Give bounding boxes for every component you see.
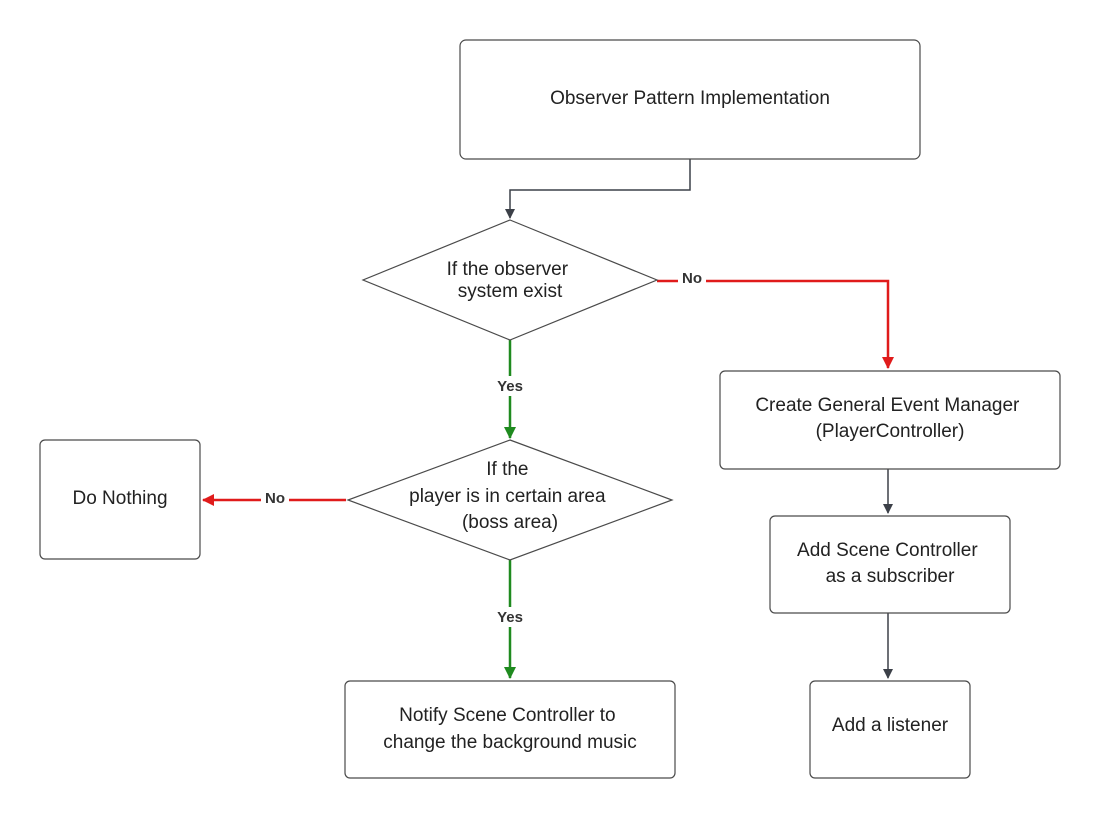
edge-observer-no: [657, 279, 894, 369]
node-observer-pattern-title[interactable]: Observer Pattern Implementation: [459, 39, 921, 160]
node-text-line: Do Nothing: [72, 488, 167, 509]
node-text-line: system exist: [458, 281, 563, 302]
node-text-line: player is in certain area: [409, 486, 606, 507]
edge-label-bg: [261, 488, 289, 508]
node-text-line: Add a listener: [832, 715, 949, 736]
edge-label-area-no: No: [265, 490, 285, 507]
node-text-line: as a subscriber: [826, 566, 956, 587]
svg-text:If the observer system: If the observer system exist: [447, 254, 574, 302]
edge-label-bg: [490, 376, 530, 396]
node-text-line: Add Scene Controller: [797, 540, 978, 561]
node-player-area-check[interactable]: If the player is in certain area (boss a…: [346, 439, 674, 561]
node-notify-scene-controller[interactable]: Notify Scene Controller to change the ba…: [344, 680, 676, 779]
node-create-event-manager[interactable]: Create General Event Manager (PlayerCont…: [719, 370, 1061, 470]
svg-text:Add a listener: Add a listener: [832, 715, 949, 736]
nodes: Observer Pattern Implementation If the o…: [39, 39, 1061, 779]
node-text-line: (boss area): [462, 512, 558, 533]
edge-title-to-observer-check: [505, 159, 691, 219]
svg-text:Notify Scene Controller to: Notify Scene Controller to change the ba…: [383, 700, 637, 753]
node-text-line: Observer Pattern Implementation: [550, 88, 830, 109]
edge-label-observer-yes: Yes: [497, 378, 523, 395]
svg-text:Do Nothing: Do Nothing: [72, 488, 167, 509]
edge-label-bg: [678, 268, 706, 288]
node-add-subscriber[interactable]: Add Scene Controller as a subscriber: [769, 515, 1011, 614]
edge-label-area-yes: Yes: [497, 609, 523, 626]
node-text-line: If the observer: [447, 259, 569, 280]
svg-text:If the player is in ce: If the player is in certain area (boss a…: [409, 454, 611, 533]
node-text-line: change the background music: [383, 732, 637, 753]
node-observer-system-check[interactable]: If the observer system exist: [361, 219, 659, 341]
node-do-nothing[interactable]: Do Nothing: [39, 439, 201, 560]
svg-text:Create General Event Manager: Create General Event Manager (PlayerCont…: [755, 390, 1024, 442]
svg-text:Observer Pattern Implementatio: Observer Pattern Implementation: [550, 88, 830, 109]
edges: No Yes No Yes: [202, 159, 894, 679]
node-text-line: If the: [486, 459, 528, 480]
edge-label-bg: [490, 607, 530, 627]
edge-label-observer-no: No: [682, 270, 702, 287]
node-text-line: (PlayerController): [816, 421, 965, 442]
node-text-line: Notify Scene Controller to: [399, 705, 616, 726]
node-add-listener[interactable]: Add a listener: [809, 680, 971, 779]
svg-text:Add Scene Controller a: Add Scene Controller as a subscriber: [797, 535, 983, 587]
node-text-line: Create General Event Manager: [755, 395, 1020, 416]
